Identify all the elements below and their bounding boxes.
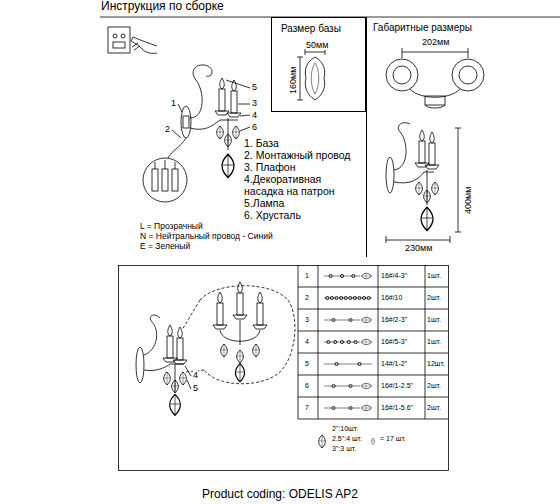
assembly-drawing (136, 282, 295, 415)
wire-note: N = Нейтральный провод - Синий (140, 232, 273, 242)
callout-number: 6 (252, 122, 257, 132)
dimension-label: 202мм (422, 37, 449, 47)
dimension-label: 400мм (463, 187, 473, 214)
callout-number: 4 (193, 370, 198, 380)
table-size-cell: 14#/1-2" (381, 360, 407, 368)
table-row-number: 2 (305, 294, 309, 302)
base-drawing (297, 49, 325, 100)
dimension-panel: Габаритные размеры 202мм 400мм 230мм (366, 17, 556, 257)
caption: Product coding: ODELIS AP2 (0, 488, 560, 502)
part-name: 6. Хрусталь (244, 209, 301, 221)
table-size-cell: 16#/1-5.6" (381, 404, 413, 412)
base-size-box: Размер базы 50мм 160мм (271, 17, 366, 112)
table-size-cell: 16#/10 (381, 294, 402, 302)
table-qty-cell: 2шт. (427, 382, 441, 390)
hand-icon (108, 27, 157, 53)
callout-number: 4 (252, 110, 257, 120)
part-name: 5.Лампа (244, 197, 284, 209)
crystal-total: = 17 шт. (380, 435, 406, 443)
callout-number: 2 (165, 124, 170, 134)
dimension-label: 230мм (405, 243, 432, 253)
table-row-number: 1 (305, 272, 309, 280)
part-name: 4.Декоративная насадка на патрон (244, 173, 352, 197)
table-qty-cell: 2шт. (427, 294, 441, 302)
title: Инструкция по сборке (101, 0, 224, 14)
parts-table-grid (298, 265, 448, 448)
table-qty-cell: 12шт. (427, 360, 445, 368)
lamp-drawing (143, 65, 250, 202)
table-qty-cell: 1шт. (427, 338, 441, 346)
part-name: 3. Плафон (244, 161, 295, 173)
table-row-number: 6 (305, 382, 309, 390)
table-size-cell: 16#/2-3" (381, 316, 407, 324)
dimension-label: 50мм (306, 40, 328, 50)
crystal-count: 3":3 шт. (332, 445, 356, 453)
table-size-cell: 16#/1-2.5" (381, 382, 413, 390)
callout-number: 5 (252, 82, 257, 92)
table-row-number: 7 (305, 404, 309, 412)
panel-heading: Габаритные размеры (373, 22, 472, 34)
table-row-number: 3 (305, 316, 309, 324)
wire-note: L = Прозрачный (140, 222, 203, 232)
table-size-cell: 16#/4-3" (381, 272, 407, 280)
table-qty-cell: 1шт. (427, 272, 441, 280)
dimension-label: 160мм (288, 67, 298, 94)
wire-note: E = Зеленый (140, 242, 190, 252)
table-qty-cell: 2шт. (427, 404, 441, 412)
table-size-cell: 16#/5-3" (381, 338, 407, 346)
table-row-number: 4 (305, 338, 309, 346)
callout-number: 5 (193, 383, 198, 393)
panel-heading: Размер базы (281, 23, 341, 35)
crystal-count: 2":10шт. (332, 425, 358, 433)
callout-number: 1 (171, 98, 176, 108)
part-name: 2. Монтажный провод (244, 149, 350, 161)
callout-number: 3 (252, 98, 257, 108)
crystal-count: 2.5":4 шт. (332, 435, 362, 443)
part-name: 1. База (244, 137, 279, 149)
dimension-drawing (386, 48, 484, 243)
table-qty-cell: 1шт. (427, 316, 441, 324)
table-row-number: 5 (305, 360, 309, 368)
